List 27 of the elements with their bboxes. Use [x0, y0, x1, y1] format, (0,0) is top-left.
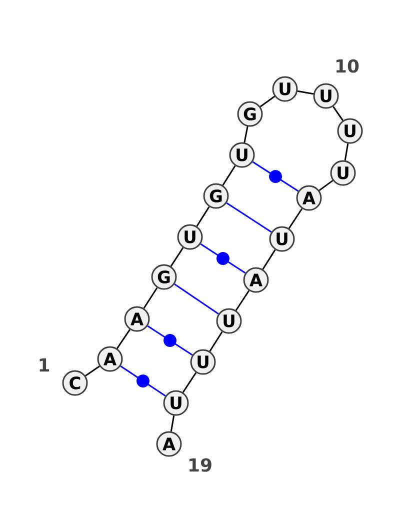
backbone-line	[332, 106, 344, 121]
backbone-line	[209, 331, 223, 352]
backbone-line	[222, 165, 236, 186]
backbone-line	[262, 249, 276, 270]
backbone-line	[260, 96, 276, 108]
backbone-line	[344, 143, 349, 161]
backbone-line	[318, 180, 334, 192]
backbone-line	[288, 208, 303, 229]
base-pair-line	[252, 161, 299, 192]
base-pair-line	[200, 243, 246, 274]
backbone-line	[170, 415, 175, 432]
backbone-line	[143, 287, 158, 309]
backbone-line	[170, 247, 184, 267]
base-pair-line	[226, 202, 272, 233]
position-number: 19	[190, 458, 212, 472]
backbone-line	[85, 366, 100, 376]
backbone-line	[182, 372, 197, 393]
backbone-line	[297, 90, 314, 95]
base-pair-line	[174, 284, 219, 314]
base-pair-line	[147, 325, 193, 356]
backbone-line	[196, 206, 210, 227]
base-pair-line	[120, 365, 166, 397]
position-number: 1	[40, 358, 50, 372]
backbone-line	[244, 126, 248, 143]
backbone-line	[116, 329, 130, 349]
backbone-line	[235, 290, 250, 311]
position-number: 10	[336, 59, 359, 73]
